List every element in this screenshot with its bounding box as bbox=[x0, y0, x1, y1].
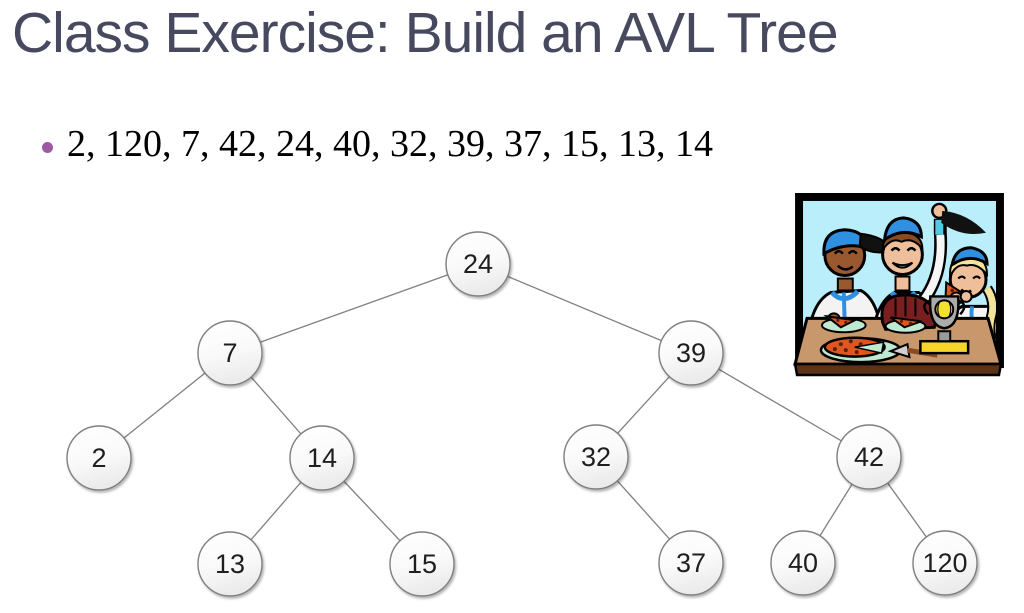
bullet-text: 2, 120, 7, 42, 24, 40, 32, 39, 37, 15, 1… bbox=[67, 123, 713, 165]
tree-edge-24-7 bbox=[229, 263, 479, 354]
baseball-kids-pizza-clipart bbox=[793, 193, 1004, 377]
tree-edge-24-39 bbox=[477, 263, 692, 354]
tree-node-42: 42 bbox=[836, 424, 902, 490]
tree-node-circle bbox=[836, 424, 902, 490]
tree-node-7: 7 bbox=[197, 320, 263, 386]
tree-node-40: 40 bbox=[770, 530, 836, 596]
tree-node-label: 39 bbox=[676, 338, 706, 368]
tree-node-label: 7 bbox=[222, 338, 237, 368]
slide-title: Class Exercise: Build an AVL Tree bbox=[12, 1, 839, 65]
tree-node-120: 120 bbox=[912, 530, 978, 596]
pizza-plate-front bbox=[819, 336, 902, 364]
trophy-icon bbox=[919, 295, 970, 355]
tree-node-circle bbox=[912, 530, 978, 596]
tree-node-13: 13 bbox=[197, 531, 263, 597]
tree-nodes: 24 7 39 2 14 32 42 13 15 37 40 120 bbox=[66, 231, 978, 597]
tree-node-32: 32 bbox=[563, 424, 629, 490]
tree-node-label: 15 bbox=[407, 549, 437, 579]
bullet-item: 2, 120, 7, 42, 24, 40, 32, 39, 37, 15, 1… bbox=[42, 123, 713, 166]
tree-node-label: 42 bbox=[854, 442, 884, 472]
tree-node-label: 24 bbox=[463, 249, 493, 279]
pizza-plate-middle bbox=[884, 316, 927, 334]
tree-node-circle bbox=[389, 531, 455, 597]
tree-node-label: 120 bbox=[922, 548, 967, 578]
tree-node-14: 14 bbox=[289, 425, 355, 491]
tree-node-circle bbox=[770, 530, 836, 596]
tree-node-circle bbox=[658, 320, 724, 386]
tree-node-circle bbox=[289, 425, 355, 491]
tree-node-circle bbox=[563, 424, 629, 490]
tree-node-label: 32 bbox=[581, 442, 611, 472]
tree-node-label: 37 bbox=[676, 548, 706, 578]
tree-node-circle bbox=[197, 320, 263, 386]
tree-node-24: 24 bbox=[445, 231, 511, 297]
tree-node-37: 37 bbox=[658, 530, 724, 596]
tree-node-circle bbox=[197, 531, 263, 597]
tree-node-39: 39 bbox=[658, 320, 724, 386]
tree-node-15: 15 bbox=[389, 531, 455, 597]
tree-node-circle bbox=[445, 231, 511, 297]
tree-node-label: 40 bbox=[788, 548, 818, 578]
tree-node-label: 14 bbox=[307, 443, 337, 473]
tree-node-circle bbox=[66, 425, 132, 491]
pizza-plate-left bbox=[820, 314, 867, 334]
bullet-dot bbox=[42, 142, 53, 153]
tree-node-circle bbox=[658, 530, 724, 596]
tree-node-label: 13 bbox=[215, 549, 245, 579]
tree-node-label: 2 bbox=[91, 443, 106, 473]
tree-node-2: 2 bbox=[66, 425, 132, 491]
tree-edge-39-42 bbox=[690, 352, 870, 458]
